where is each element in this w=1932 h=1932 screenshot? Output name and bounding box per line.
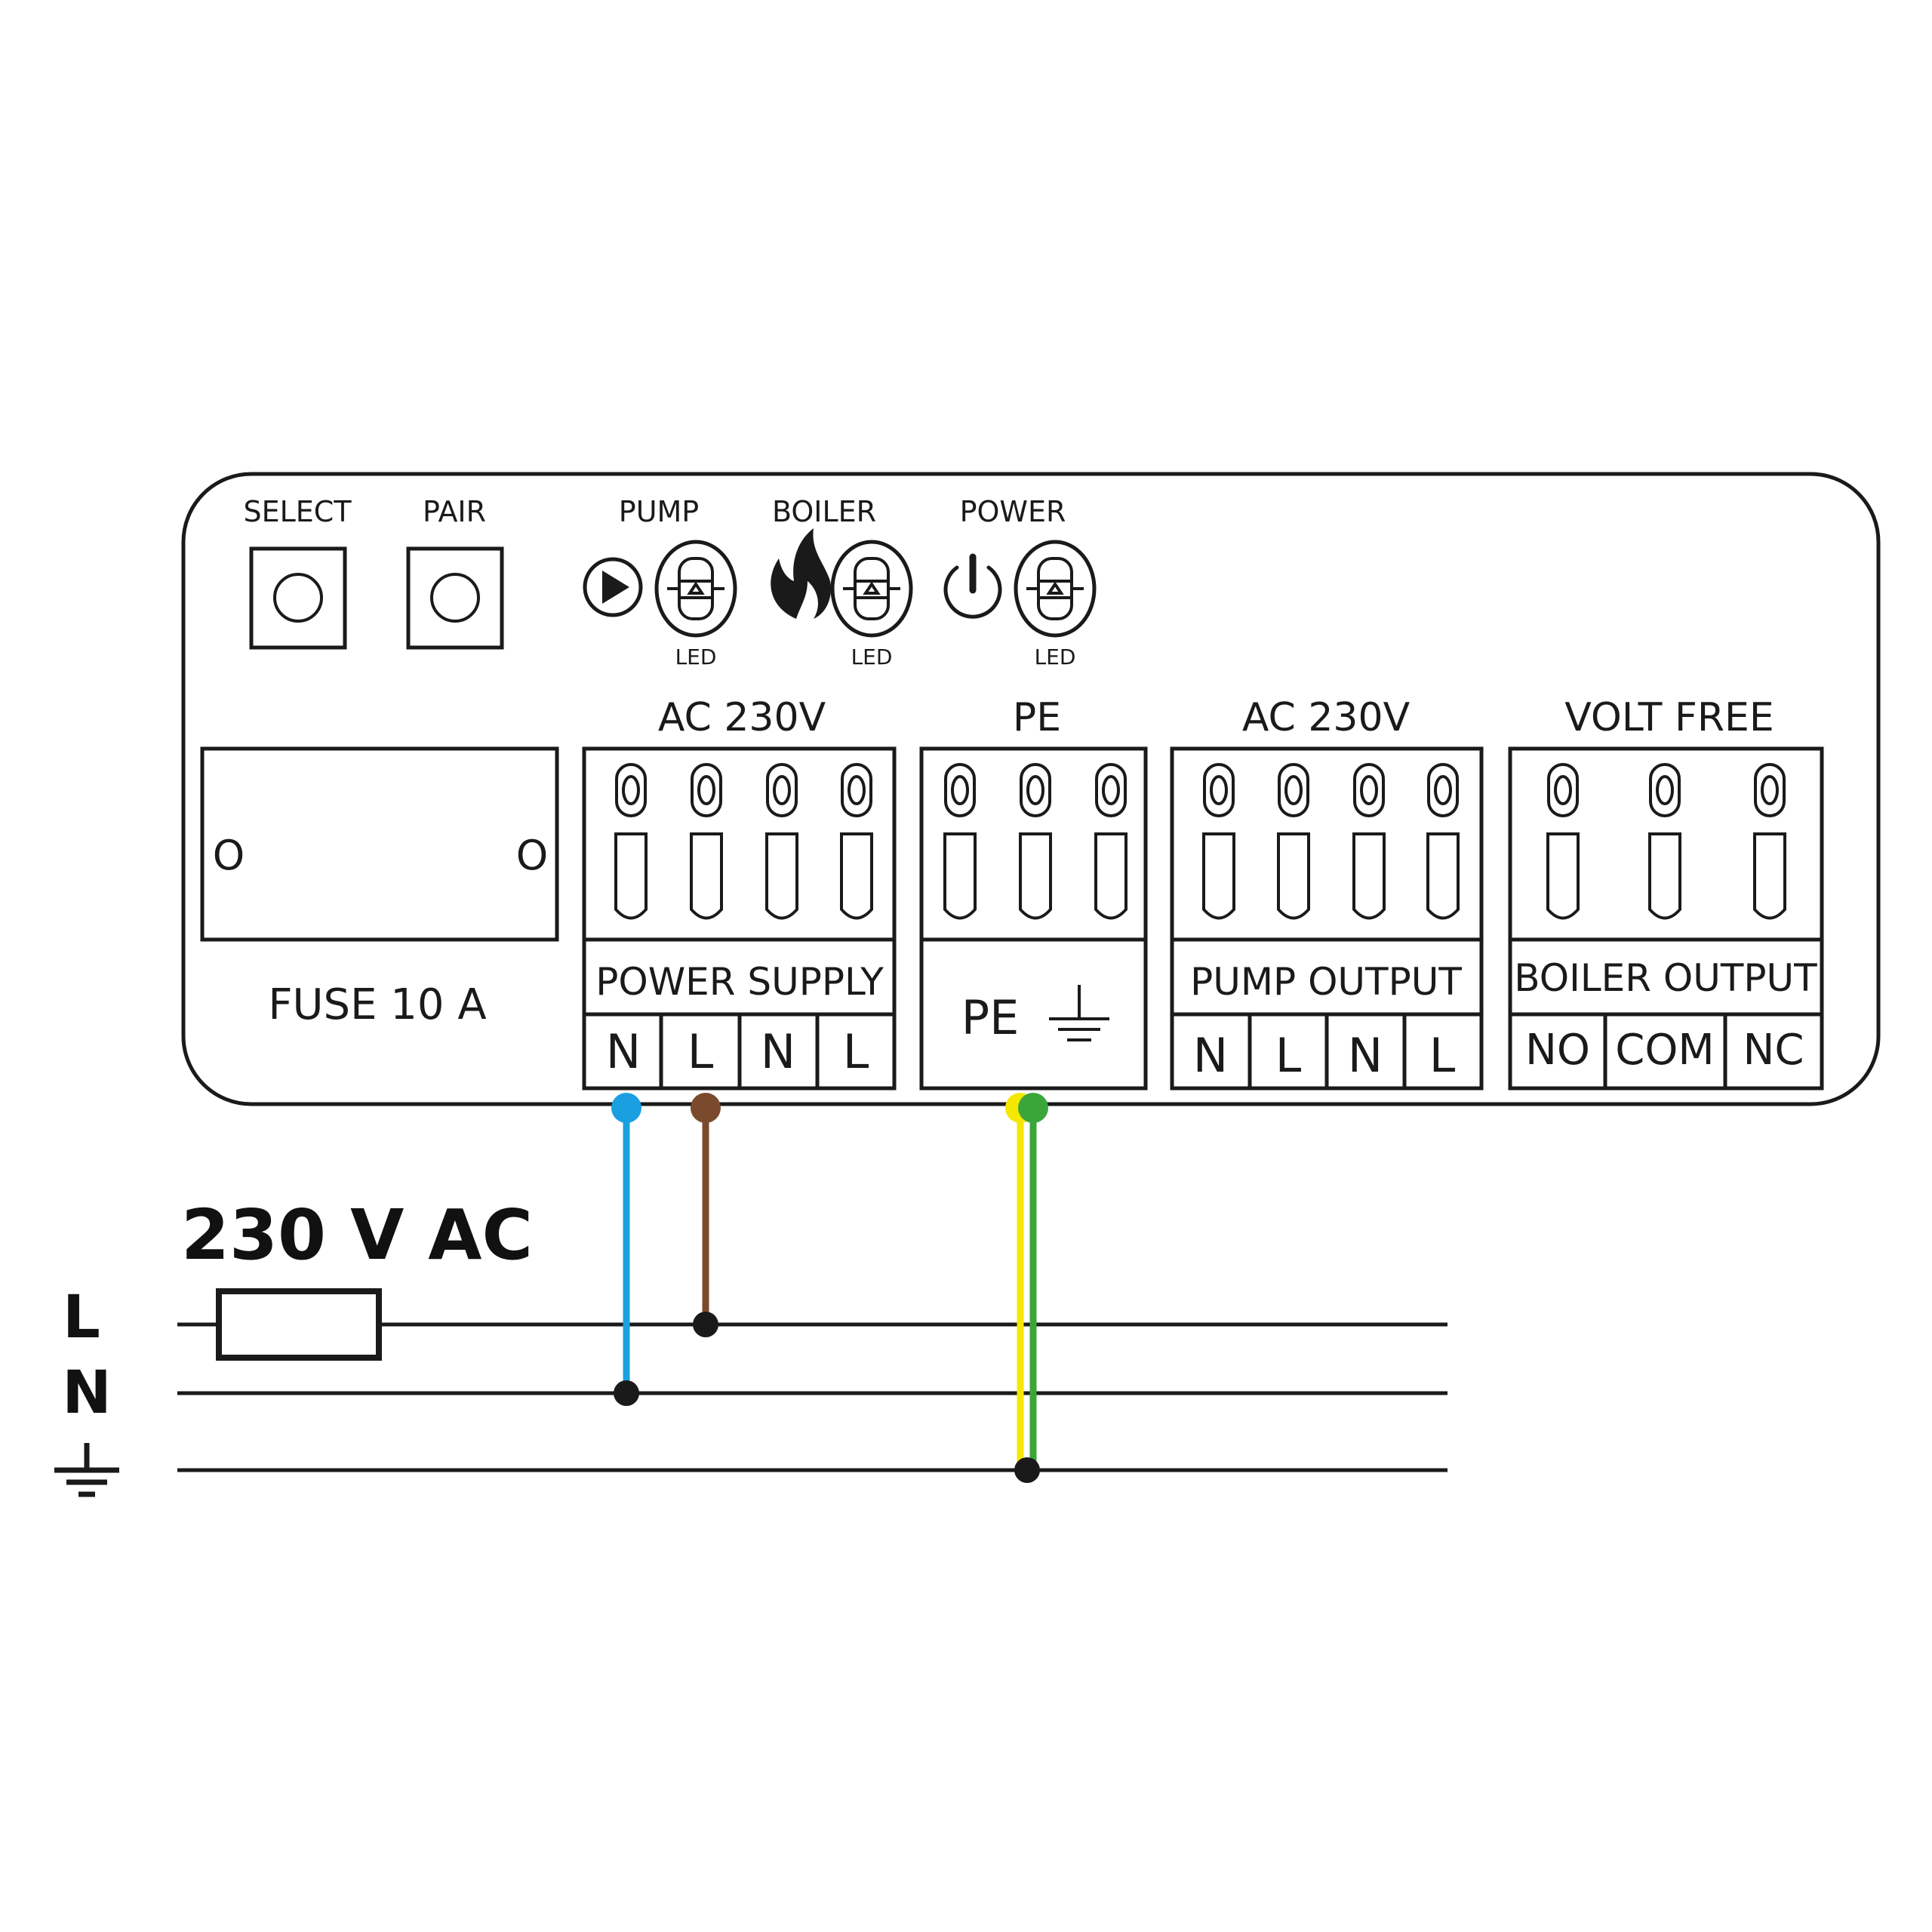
led-icon	[830, 540, 913, 638]
boiler-led-title: BOILER	[772, 495, 876, 528]
play-icon	[583, 557, 643, 617]
pe-header: PE	[1013, 695, 1061, 740]
power-supply-pin: N	[761, 1024, 795, 1079]
pe-terminal-block	[919, 746, 1148, 1091]
led-icon	[1014, 540, 1097, 638]
power-led-title: POWER	[960, 495, 1066, 528]
fuse-hole-right: O	[516, 832, 549, 879]
boiler-output-name: BOILER OUTPUT	[1514, 956, 1817, 1000]
power-supply-pin: L	[843, 1024, 869, 1079]
pump-led-caption: LED	[675, 645, 717, 669]
pump-output-pin: N	[1348, 1028, 1383, 1083]
pump-output-terminal-block	[1170, 746, 1484, 1091]
fuse-hole-left: O	[213, 832, 245, 879]
terminal-screw	[1094, 763, 1128, 920]
pump-led-title: PUMP	[619, 495, 699, 528]
fuse-holder: O O	[200, 746, 559, 942]
boiler-led-caption: LED	[851, 645, 893, 669]
pe-name: PE	[961, 990, 1020, 1045]
pump-output-pin: L	[1429, 1028, 1456, 1083]
power-supply-terminal-block	[582, 746, 897, 1091]
neutral-junction-dot	[614, 1380, 639, 1406]
pump-led-group: PUMP LED	[583, 495, 737, 669]
pump-output-name: PUMP OUTPUT	[1190, 960, 1462, 1004]
pair-button[interactable]	[406, 546, 504, 650]
neutral-wire-terminal-dot	[611, 1093, 641, 1123]
pump-output-pin: L	[1275, 1028, 1302, 1083]
terminal-screw	[1648, 763, 1681, 920]
terminal-screw	[1426, 763, 1460, 920]
terminal-screw	[1277, 763, 1310, 920]
line-n-label: N	[62, 1359, 111, 1427]
power-supply-pin: N	[606, 1024, 641, 1079]
flame-icon	[771, 528, 832, 619]
fuse-label: FUSE 10 A	[268, 980, 486, 1029]
power-supply-name: POWER SUPPLY	[595, 960, 884, 1004]
boiler-output-header: VOLT FREE	[1564, 695, 1774, 740]
pump-output-pin: N	[1193, 1028, 1228, 1083]
live-wire-terminal-dot	[691, 1093, 721, 1123]
earth-wire-terminal-dot-green	[1018, 1093, 1048, 1123]
pair-label: PAIR	[423, 495, 486, 528]
power-led-caption: LED	[1035, 645, 1076, 669]
boiler-output-terminal-block	[1508, 746, 1824, 1091]
select-button[interactable]	[249, 546, 347, 650]
terminal-screw	[1753, 763, 1786, 920]
live-junction-dot	[693, 1312, 718, 1337]
terminal-screw	[614, 763, 648, 920]
power-led-group: POWER LED	[943, 495, 1097, 669]
boiler-output-pin: NC	[1743, 1026, 1804, 1075]
ground-icon	[1049, 985, 1109, 1041]
terminal-screw	[1546, 763, 1580, 920]
power-supply-header: AC 230V	[658, 695, 826, 740]
terminal-screw	[1019, 763, 1052, 920]
led-icon	[654, 540, 737, 638]
earth-junction-dot	[1014, 1457, 1040, 1483]
terminal-screw	[765, 763, 798, 920]
boiler-led-group: BOILER LED	[771, 495, 913, 669]
mains-title: 230 V AC	[181, 1195, 533, 1275]
pump-output-header: AC 230V	[1242, 695, 1411, 740]
terminal-screw	[943, 763, 977, 920]
terminal-screw	[1352, 763, 1386, 920]
select-label: SELECT	[243, 495, 352, 528]
boiler-output-pin: NO	[1525, 1026, 1590, 1075]
line-l-label: L	[63, 1284, 100, 1352]
terminal-screw	[840, 763, 873, 920]
power-supply-pin: L	[688, 1024, 714, 1079]
fuse-symbol	[216, 1288, 382, 1361]
terminal-screw	[1202, 763, 1235, 920]
boiler-output-pin: COM	[1615, 1026, 1715, 1075]
ground-icon	[54, 1443, 119, 1497]
power-icon	[943, 553, 1002, 619]
terminal-screw	[690, 763, 723, 920]
